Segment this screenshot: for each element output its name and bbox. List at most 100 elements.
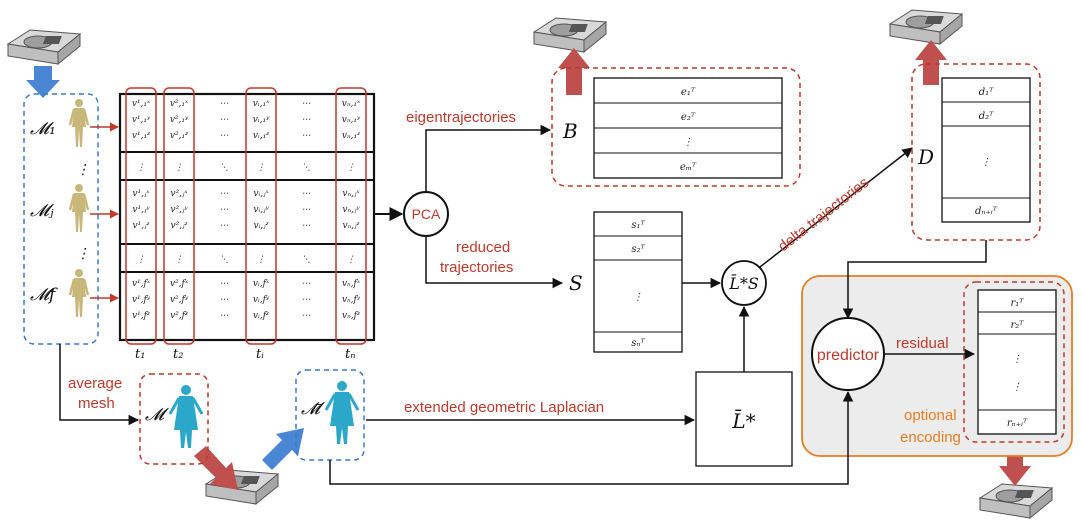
- matrix-cell: ⋯: [302, 189, 311, 199]
- D-matrix: [941, 77, 1031, 223]
- matrix-cell: vᵢ,fᶻ: [253, 311, 270, 321]
- red-up-arrow-delta: [915, 40, 947, 85]
- mesh-dots-1: ⋮: [76, 162, 90, 178]
- B-group-box: [551, 67, 801, 187]
- col-label-t2: t₂: [173, 347, 183, 362]
- L-label: L̄*: [731, 408, 755, 433]
- matrix-cell: v²,fʸ: [170, 295, 189, 305]
- blue-down-arrow: [26, 66, 60, 98]
- matrix-cell: ⋮: [347, 255, 356, 265]
- predictor-label: predictor: [817, 347, 880, 364]
- matrix-cell: vₙ,₁ᶻ: [342, 131, 361, 141]
- matrix-cell: v¹,ⱼᶻ: [133, 221, 151, 231]
- arrow-pca-S: [425, 236, 564, 289]
- trajectory-matrix: [118, 87, 376, 345]
- S-row-4: sₙᵀ: [631, 338, 645, 349]
- disk-icon-delta: [889, 9, 963, 45]
- matrix-cell: ⋯: [220, 115, 229, 125]
- matrix-cell: ⋮: [257, 255, 266, 265]
- matrix-cell: v¹,fˣ: [132, 279, 151, 289]
- matrix-cell: vₙ,ⱼʸ: [342, 205, 360, 215]
- matrix-cell: vₙ,fˣ: [342, 279, 361, 289]
- label-eigentrajectories: eigentrajectories: [406, 109, 516, 126]
- mesh-label-j: 𝓜ⱼ: [30, 201, 54, 221]
- red-up-arrow-eigen: [558, 48, 590, 95]
- label-delta-trajectories: delta trajectories: [775, 174, 872, 255]
- B-label: B: [562, 119, 578, 143]
- disk-icon-input: [7, 29, 81, 65]
- matrix-cell: vₙ,fᶻ: [342, 311, 361, 321]
- matrix-cell: ⋯: [302, 311, 311, 321]
- matrix-cell: ⋯: [302, 295, 311, 305]
- arrow-mean-predictor: [329, 390, 854, 485]
- matrix-cell: ⋱: [302, 163, 311, 173]
- matrix-cell: ⋮: [175, 163, 184, 173]
- matrix-cell: v²,fᶻ: [170, 311, 189, 321]
- matrix-cell: vᵢ,ⱼˣ: [253, 189, 269, 199]
- matrix-cell: ⋮: [137, 163, 146, 173]
- figure-mesh-j: [68, 182, 90, 234]
- col-label-tn: tₙ: [345, 347, 356, 362]
- matrix-cell: ⋯: [220, 279, 229, 289]
- arrow-average-mesh: [59, 344, 140, 426]
- matrix-cell: vᵢ,₁ʸ: [253, 115, 270, 125]
- matrix-cell: ⋱: [220, 163, 229, 173]
- matrix-cell: ⋱: [220, 255, 229, 265]
- label-residual: residual: [896, 335, 949, 352]
- R-row-2: r₂ᵀ: [1011, 320, 1025, 331]
- matrix-cell: ⋯: [302, 279, 311, 289]
- matrix-cell: ⋯: [220, 99, 229, 109]
- figure-avg-mesh: [168, 383, 204, 450]
- mean-mesh-label: 𝓜̄: [301, 399, 325, 419]
- matrix-cell: vₙ,₁ˣ: [342, 99, 361, 109]
- arrow-pca-B: [425, 124, 552, 192]
- D-group-box: [911, 63, 1041, 241]
- arrow-LS-D: [759, 147, 913, 268]
- matrix-cell: vₙ,₁ʸ: [342, 115, 361, 125]
- B-row-2: e₂ᵀ: [681, 112, 696, 123]
- matrix-cell: ⋯: [302, 131, 311, 141]
- matrix-cell: v²,₁ˣ: [170, 99, 189, 109]
- mesh-label-f: 𝓜f: [30, 285, 58, 305]
- R-row-5: rₙ₊ᵢᵀ: [1007, 418, 1028, 429]
- col-label-t1: t₁: [135, 347, 145, 362]
- label-encoding: encoding: [900, 429, 961, 446]
- matrix-cell: vᵢ,fʸ: [253, 295, 270, 305]
- matrix-cell: v²,ⱼʸ: [170, 205, 188, 215]
- matrix-cell: ⋯: [220, 295, 229, 305]
- S-row-1: s₁ᵀ: [631, 220, 645, 231]
- matrix-cell: vₙ,ⱼˣ: [342, 189, 360, 199]
- pca-label: PCA: [412, 206, 441, 222]
- D-row-2: d₂ᵀ: [979, 111, 994, 122]
- S-row-3: ⋮: [633, 292, 643, 303]
- matrix-cell: ⋯: [220, 311, 229, 321]
- label-extended-laplacian: extended geometric Laplacian: [404, 399, 604, 416]
- matrix-cell: v¹,₁ʸ: [132, 115, 151, 125]
- D-row-1: d₁ᵀ: [979, 87, 994, 98]
- D-row-4: dₙ₊ᵢᵀ: [975, 206, 998, 217]
- matrix-cell: v¹,fʸ: [132, 295, 151, 305]
- label-average: average: [68, 375, 122, 392]
- matrix-cell: v¹,ⱼʸ: [132, 205, 150, 215]
- label-mesh: mesh: [78, 395, 115, 412]
- matrix-cell: vᵢ,fˣ: [253, 279, 270, 289]
- disk-icon-residual: [979, 483, 1053, 519]
- matrix-cell: vₙ,fʸ: [342, 295, 361, 305]
- avg-mesh-label: 𝓜: [145, 405, 169, 425]
- S-matrix: [593, 211, 683, 353]
- matrix-cell: ⋮: [175, 255, 184, 265]
- matrix-cell: ⋱: [302, 255, 311, 265]
- label-trajectories: trajectories: [440, 259, 513, 276]
- LS-label: L̄*S: [728, 272, 759, 293]
- matrix-cell: v²,₁ʸ: [170, 115, 189, 125]
- matrix-cell: vᵢ,₁ˣ: [253, 99, 270, 109]
- matrix-cell: ⋯: [220, 131, 229, 141]
- matrix-cell: v¹,ⱼˣ: [132, 189, 150, 199]
- mesh-dots-2: ⋮: [76, 246, 90, 262]
- matrix-cell: ⋮: [137, 255, 146, 265]
- matrix-cell: ⋮: [257, 163, 266, 173]
- arrow-D-predictor: [842, 240, 987, 320]
- B-row-4: eₘᵀ: [680, 162, 697, 173]
